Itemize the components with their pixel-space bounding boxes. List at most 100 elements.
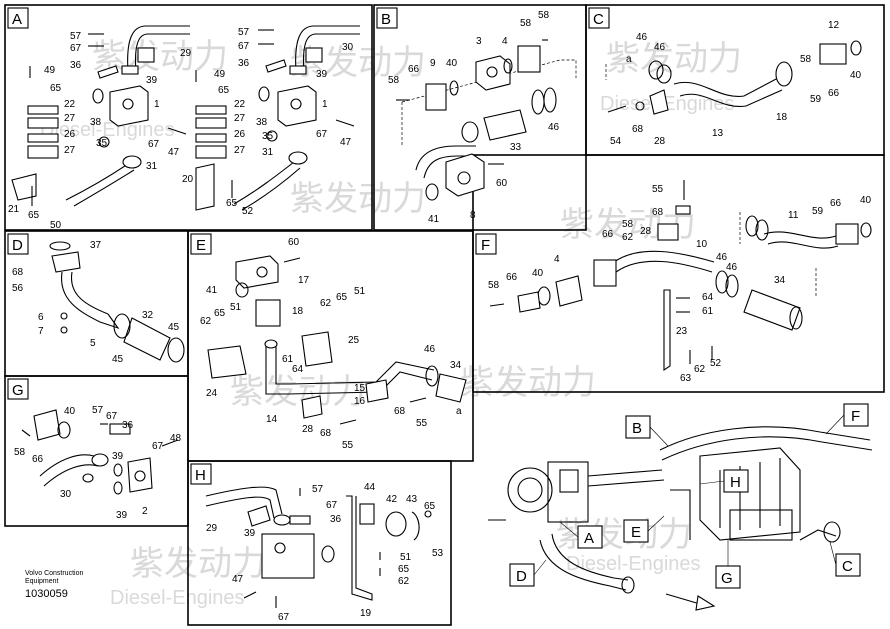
flange-g: [33, 409, 61, 441]
watermark-cn-4: 紫发动力: [290, 180, 426, 218]
label-55: 55: [416, 418, 428, 429]
label-44: 44: [364, 482, 376, 493]
label-68: 68: [632, 124, 644, 135]
label-9: 9: [430, 58, 436, 69]
bracket-28c: [649, 89, 669, 115]
panel-c-parts: [605, 40, 862, 115]
block-8: [445, 153, 485, 197]
label-57: 57: [70, 31, 82, 42]
label-59: 59: [812, 206, 824, 217]
label-11: 11: [788, 210, 799, 221]
label-64: 64: [702, 292, 714, 303]
label-36: 36: [330, 514, 342, 525]
watermark-en-4: Diesel-Engines: [566, 553, 701, 575]
block-47h: [261, 533, 315, 579]
oring-39b: [289, 65, 307, 75]
label-23: 23: [676, 326, 688, 337]
flange-d: [51, 251, 81, 273]
label-65: 65: [218, 85, 230, 96]
label-57: 57: [312, 484, 324, 495]
flange-11: [835, 223, 859, 245]
panel-a-parts: [11, 25, 360, 211]
panel-d-frame: [4, 230, 189, 377]
label-18: 18: [292, 306, 304, 317]
watermark-en-3: Diesel-Engines: [110, 587, 245, 609]
label-42: 42: [386, 494, 398, 505]
label-65: 65: [336, 292, 348, 303]
label-65: 65: [28, 210, 40, 221]
label-36: 36: [238, 58, 250, 69]
label-66: 66: [408, 64, 420, 75]
label-13: 13: [712, 128, 724, 139]
panel-f-labels: 55 68 58 62 66 28 10 46 46 4 58 66 40 64…: [488, 184, 872, 384]
label-46: 46: [636, 32, 648, 43]
label-34: 34: [450, 360, 462, 371]
hose-32: [123, 317, 171, 361]
label-27: 27: [64, 113, 76, 124]
label-60: 60: [288, 237, 300, 248]
label-16: 16: [354, 396, 366, 407]
label-47: 47: [168, 147, 180, 158]
panel-f-parts: [489, 180, 872, 372]
label-59: 59: [810, 94, 822, 105]
bracket-23: [663, 289, 671, 372]
label-30: 30: [342, 42, 354, 53]
label-38: 38: [90, 117, 102, 128]
label-28: 28: [302, 424, 314, 435]
label-4: 4: [554, 254, 560, 265]
label-62: 62: [320, 298, 332, 309]
plate-21: [11, 173, 37, 201]
label-46: 46: [424, 344, 436, 355]
label-65: 65: [226, 198, 238, 209]
label-58: 58: [800, 54, 812, 65]
label-65: 65: [214, 308, 226, 319]
pump-body: [507, 467, 553, 513]
label-39: 39: [146, 75, 158, 86]
label-22: 22: [234, 99, 246, 110]
panel-b-parts: [396, 39, 577, 201]
bracket-24: [207, 345, 247, 379]
label-41: 41: [206, 285, 218, 296]
flange-12: [819, 43, 847, 65]
label-17: 17: [298, 275, 310, 286]
label-43: 43: [406, 494, 418, 505]
label-65: 65: [398, 564, 410, 575]
label-67: 67: [278, 612, 290, 623]
label-33: 33: [510, 142, 522, 153]
label-12: 12: [828, 20, 840, 31]
label-8: 8: [470, 210, 476, 221]
label-54: 54: [610, 136, 622, 147]
label-45: 45: [112, 354, 124, 365]
panel-e-tag-box: [190, 233, 212, 255]
label-27: 27: [234, 145, 246, 156]
panel-g-tag-box: [7, 378, 29, 400]
overview-tag-f: F: [851, 408, 860, 425]
label-68: 68: [320, 428, 332, 439]
panel-f-frame: [472, 154, 885, 393]
panel-h-tag-box: [190, 463, 212, 485]
label-39: 39: [244, 528, 256, 539]
panel-g-frame: [4, 375, 189, 527]
label-49: 49: [214, 69, 226, 80]
panel-a-frame: [4, 4, 373, 231]
label-58: 58: [388, 75, 400, 86]
label-55: 55: [652, 184, 664, 195]
label-47: 47: [232, 574, 244, 585]
flange-36a: [137, 47, 155, 63]
label-a: a: [456, 406, 462, 417]
hose-34f: [743, 289, 801, 331]
label-61: 61: [282, 354, 294, 365]
control-valve: [699, 447, 801, 541]
label-67: 67: [106, 411, 118, 422]
label-66: 66: [602, 229, 614, 240]
label-64: 64: [292, 364, 304, 375]
panel-e-labels: 60 41 17 65 51 62 18 62 65 51 61 64 25 2…: [200, 237, 462, 451]
bracket-19: [346, 495, 373, 601]
label-63: 63: [680, 373, 692, 384]
direction-arrow: [695, 595, 716, 611]
label-66: 66: [506, 272, 518, 283]
label-31: 31: [262, 147, 274, 158]
panel-a-tag-box: [7, 7, 29, 29]
bracket-28e: [301, 395, 323, 419]
label-10: 10: [696, 239, 708, 250]
